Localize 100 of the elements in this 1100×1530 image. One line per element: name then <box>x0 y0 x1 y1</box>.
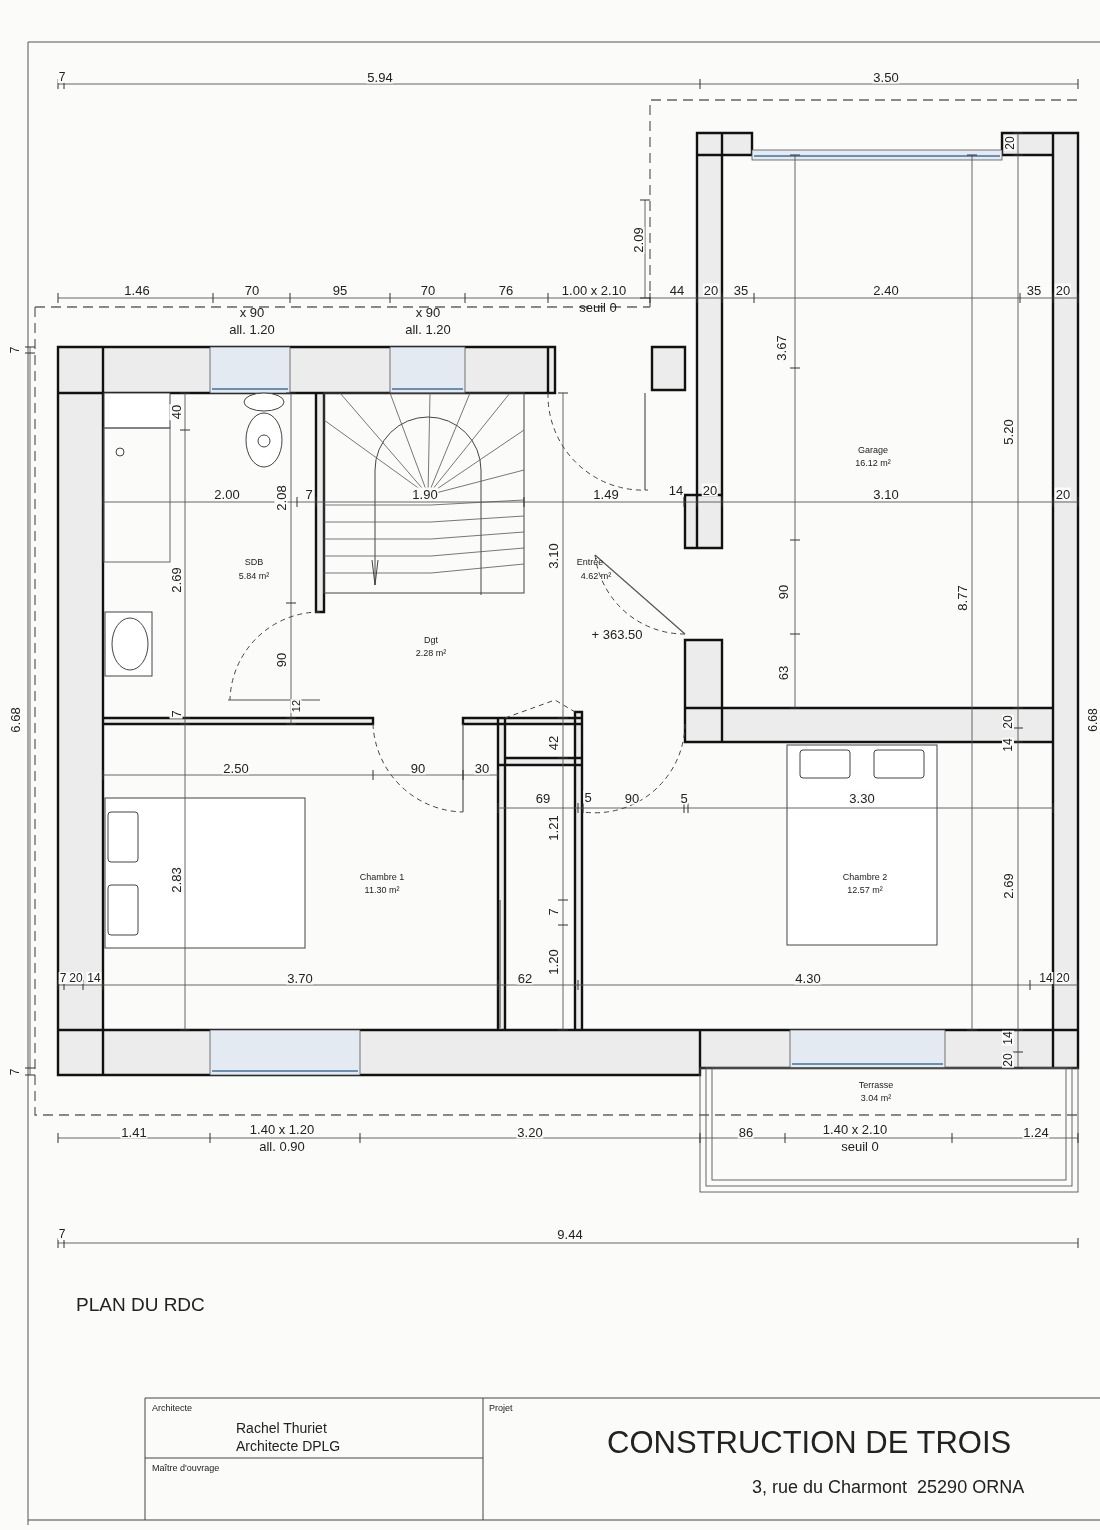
field-caption: Architecte <box>152 1403 193 1413</box>
sill-height: all. 1.20 <box>229 322 275 336</box>
room-area: 5.84 m² <box>238 571 270 581</box>
dimension-label: 3.10 <box>546 542 560 570</box>
field-caption: Projet <box>489 1403 513 1413</box>
dimension-label: 3.70 <box>286 971 314 985</box>
dimension-label: 1.41 <box>120 1125 148 1139</box>
dimension-label: 2.00 <box>213 487 241 501</box>
room-name: Chambre 1 <box>359 872 405 882</box>
threshold-note: seuil 0 <box>841 1139 879 1153</box>
dimension-label: 3.10 <box>872 487 900 501</box>
room-area: 2.28 m² <box>415 648 447 658</box>
dimension-label: 20 <box>1002 714 1014 730</box>
threshold-note: seuil 0 <box>579 300 617 314</box>
dimension-label: 1.49 <box>592 487 620 501</box>
dimension-label: 70 <box>243 283 261 297</box>
opening-size: x 90 <box>415 305 441 319</box>
dimension-label: 2.50 <box>222 761 250 775</box>
dimension-label: 2.83 <box>169 866 183 894</box>
dimension-label: 40 <box>169 403 183 421</box>
sill-height: all. 0.90 <box>259 1139 305 1153</box>
level-mark: + 363.50 <box>591 627 643 641</box>
room-name: Terrasse <box>858 1080 894 1090</box>
opening-size: 1.40 x 2.10 <box>822 1122 888 1136</box>
dimension-label: 7 <box>57 71 67 83</box>
dimension-label: 14 <box>1002 737 1014 753</box>
field-caption: Maître d'ouvrage <box>152 1463 220 1473</box>
project-address: 3, rue du Charmont 25290 ORNA <box>752 1478 1025 1496</box>
dimension-label: 69 <box>534 791 552 805</box>
dimension-label: 12 <box>290 698 302 714</box>
dimension-label: 95 <box>331 283 349 297</box>
dimension-label: 2.69 <box>169 566 183 594</box>
sill-height: all. 1.20 <box>405 322 451 336</box>
plan-title: PLAN DU RDC <box>76 1295 205 1314</box>
dimension-label: 63 <box>776 664 790 682</box>
room-name: Garage <box>858 445 888 455</box>
dimension-label: 5.94 <box>366 70 394 84</box>
dimension-label: 90 <box>776 583 790 601</box>
dimension-label: 1.20 <box>546 948 560 976</box>
dimension-label: 30 <box>473 761 491 775</box>
dimension-label: 14 <box>86 972 102 984</box>
dimension-label: 8.77 <box>955 584 969 612</box>
room-name: Chambre 2 <box>842 872 888 882</box>
dimension-label: 20 <box>1054 487 1072 501</box>
dimension-label: 2.09 <box>631 226 645 254</box>
dimension-label: 3.50 <box>872 70 900 84</box>
dimension-label: 86 <box>737 1125 755 1139</box>
dimension-label: 6.68 <box>8 706 22 734</box>
dimension-label: 7 <box>9 345 21 355</box>
room-name: Entrée <box>576 557 604 567</box>
room-area: 11.30 m² <box>364 885 400 895</box>
dimension-label: 7 <box>304 487 314 501</box>
dimension-label: 90 <box>623 791 641 805</box>
dimension-label: 7 <box>57 1228 67 1240</box>
architect-title: Architecte DPLG <box>236 1439 341 1453</box>
dimension-label: 44 <box>668 283 686 297</box>
dimension-label: 20 <box>1054 283 1072 297</box>
room-area: 3.04 m² <box>860 1093 892 1103</box>
dimension-label: 70 <box>419 283 437 297</box>
dimension-label: 20 <box>1002 1052 1014 1068</box>
dimension-label: 5 <box>583 790 593 804</box>
dimension-label: 1.24 <box>1022 1125 1050 1139</box>
dimension-label: 2.08 <box>274 484 288 512</box>
room-name: Dgt <box>424 635 438 645</box>
dimension-label: 1.46 <box>123 283 151 297</box>
dimension-label: 2.40 <box>872 283 900 297</box>
dimension-label: 90 <box>409 761 427 775</box>
room-area: 4.62 m² <box>580 571 612 581</box>
dimension-label: 7 <box>169 709 183 719</box>
architect-name: Rachel Thuriet <box>236 1421 327 1435</box>
dimension-label: 20 <box>68 972 84 984</box>
dimension-label: 20 <box>701 483 719 497</box>
dimension-label: 35 <box>732 283 750 297</box>
dimension-label: 20 <box>1055 972 1071 984</box>
dimension-label: 76 <box>497 283 515 297</box>
room-name: SDB <box>244 557 264 567</box>
dimension-label: 5 <box>679 791 689 805</box>
dimension-label: 90 <box>274 651 288 669</box>
opening-size: 1.40 x 1.20 <box>249 1122 315 1136</box>
dimension-label: 35 <box>1025 283 1043 297</box>
dimension-label: 14 <box>1002 1030 1014 1046</box>
room-area: 12.57 m² <box>847 885 883 895</box>
dimension-label: 3.67 <box>774 334 788 362</box>
dimension-label: 1.90 <box>411 487 439 501</box>
dimension-label: 7 <box>546 907 560 917</box>
dimension-label: 6.68 <box>1087 707 1099 733</box>
dimension-label: 5.20 <box>1001 418 1015 446</box>
dimension-label: 20 <box>702 283 720 297</box>
opening-size: 1.00 x 2.10 <box>561 283 627 297</box>
room-area: 16.12 m² <box>855 458 891 468</box>
opening-size: x 90 <box>239 305 265 319</box>
dimension-label: 2.69 <box>1001 872 1015 900</box>
dimension-label: 7 <box>9 1067 21 1077</box>
dimension-label: 9.44 <box>556 1227 584 1241</box>
dimension-label: 3.20 <box>516 1125 544 1139</box>
dimension-label: 7 <box>58 972 68 984</box>
dimension-label: 14 <box>667 483 685 497</box>
dimension-label: 1.21 <box>546 814 560 842</box>
dimension-label: 20 <box>1004 135 1016 151</box>
dimension-label: 3.30 <box>848 791 876 805</box>
